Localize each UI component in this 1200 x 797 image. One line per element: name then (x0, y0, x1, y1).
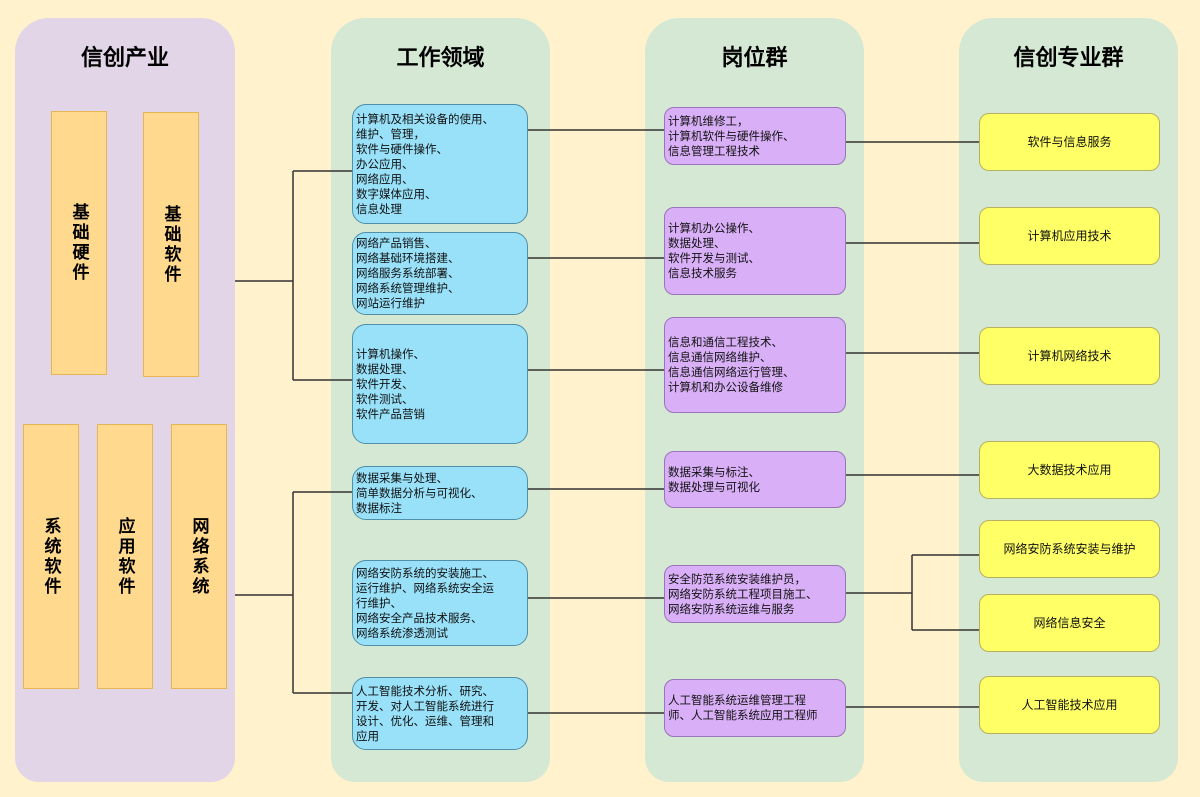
work-area-node[interactable]: 网络安防系统的安装施工、 运行维护、网络系统安全运 行维护、 网络安全产品技术服… (352, 560, 528, 646)
industry-box-hardware[interactable]: 基础硬件 (51, 111, 107, 375)
work-area-title: 工作领域 (396, 46, 485, 71)
connector-line (235, 170, 352, 381)
industry-box-label: 系统软件 (40, 516, 61, 597)
industry-box-application-software[interactable]: 应用软件 (97, 424, 153, 689)
major-node[interactable]: 软件与信息服务 (979, 113, 1160, 171)
industry-box-label: 网络系统 (188, 516, 209, 597)
job-group-node[interactable]: 数据采集与标注、 数据处理与可视化 (664, 451, 846, 508)
connector-line (235, 491, 352, 694)
job-group-node[interactable]: 安全防范系统安装维护员， 网络安防系统工程项目施工、 网络安防系统运维与服务 (664, 565, 846, 623)
job-group-title: 岗位群 (721, 46, 788, 71)
work-area-node[interactable]: 计算机操作、 数据处理、 软件开发、 软件测试、 软件产品营销 (352, 324, 528, 444)
industry-box-label: 基础软件 (160, 204, 181, 285)
work-area-node[interactable]: 网络产品销售、 网络基础环境搭建、 网络服务系统部署、 网络系统管理维护、 网站… (352, 232, 528, 315)
job-group-node[interactable]: 信息和通信工程技术、 信息通信网络维护、 信息通信网络运行管理、 计算机和办公设… (664, 317, 846, 413)
job-group-node[interactable]: 人工智能系统运维管理工程 师、人工智能系统应用工程师 (664, 679, 846, 737)
industry-box-base-software[interactable]: 基础软件 (143, 112, 199, 377)
work-area-node[interactable]: 计算机及相关设备的使用、 维护、管理， 软件与硬件操作、 办公应用、 网络应用、… (352, 104, 528, 224)
industry-title: 信创产业 (80, 46, 169, 71)
major-node[interactable]: 计算机网络技术 (979, 327, 1160, 385)
major-node[interactable]: 计算机应用技术 (979, 207, 1160, 265)
industry-box-label: 基础硬件 (68, 203, 89, 283)
major-node[interactable]: 人工智能技术应用 (979, 676, 1160, 734)
industry-box-label: 应用软件 (114, 516, 135, 597)
major-node[interactable]: 网络安防系统安装与维护 (979, 520, 1160, 578)
job-group-node[interactable]: 计算机维修工， 计算机软件与硬件操作、 信息管理工程技术 (664, 107, 846, 165)
work-area-node[interactable]: 数据采集与处理、 简单数据分析与可视化、 数据标注 (352, 466, 528, 520)
major-node[interactable]: 大数据技术应用 (979, 441, 1160, 499)
major-group-title: 信创专业群 (1013, 46, 1124, 71)
connector-line (846, 554, 979, 631)
work-area-node[interactable]: 人工智能技术分析、研究、 开发、对人工智能系统进行 设计、优化、运维、管理和 应… (352, 677, 528, 750)
industry-box-network-system[interactable]: 网络系统 (171, 424, 227, 689)
job-group-node[interactable]: 计算机办公操作、 数据处理、 软件开发与测试、 信息技术服务 (664, 207, 846, 295)
major-node[interactable]: 网络信息安全 (979, 594, 1160, 652)
industry-box-system-software[interactable]: 系统软件 (23, 424, 79, 689)
